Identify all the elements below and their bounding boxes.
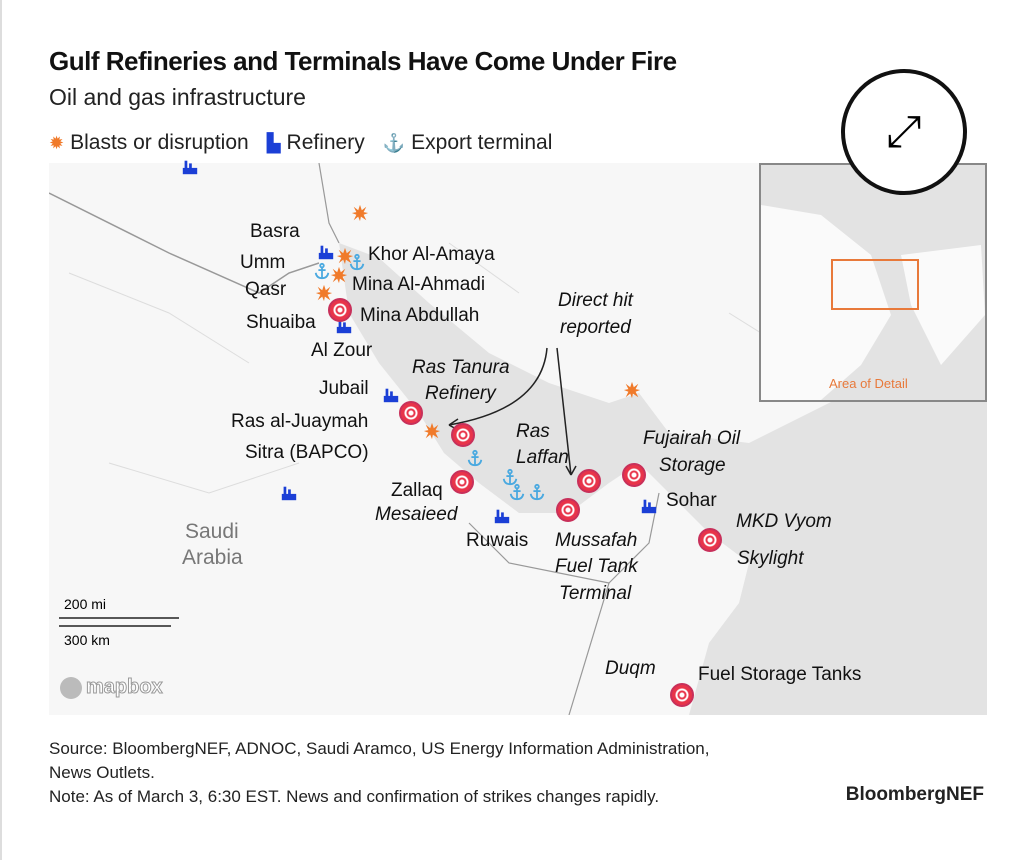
blast-icon [423,422,441,440]
label-sitra: Sitra (BAPCO) [245,442,369,463]
arrow-ras-laffan [556,347,577,476]
label-basra: Basra [250,221,300,242]
refinery-icon [280,484,298,502]
label-storage: Storage [659,455,726,476]
label-ruwais: Ruwais [466,530,529,551]
direct-hit-marker[interactable] [450,470,474,494]
brand-logo: BloombergNEF [845,784,984,805]
area-of-detail-box [831,259,919,310]
label-abdullah: Mina Abdullah [360,305,480,326]
blast-icon [623,381,641,399]
direct-hit-marker[interactable] [577,469,601,493]
label-zour: Al Zour [311,340,373,361]
inset-label: Area of Detail [829,376,908,391]
label-shuaiba: Shuaiba [246,312,316,333]
page-title: Gulf Refineries and Terminals Have Come … [49,46,677,76]
inset-map: Area of Detail [759,163,987,402]
anchor-icon [528,483,546,501]
label-ras: Ras [516,421,550,442]
label-qasr: Qasr [245,279,287,300]
label-ras-tanura: Ras Tanura [412,357,510,378]
footer: Source: BloombergNEF, ADNOC, Saudi Aramc… [49,737,729,808]
refinery-icon [335,317,353,335]
label-refinery: Refinery [425,383,496,404]
anchor-icon [348,253,366,271]
anchor-icon [501,468,519,486]
note-text: Note: As of March 3, 6:30 EST. News and … [49,786,660,806]
source-text: Source: BloombergNEF, ADNOC, Saudi Aramc… [49,739,710,782]
label-terminal: Terminal [559,583,632,604]
direct-hit-marker[interactable] [399,401,423,425]
anchor-icon [313,262,331,280]
subtitle: Oil and gas infrastructure [49,84,306,110]
label-sohar: Sohar [666,490,717,511]
blast-icon [315,284,333,302]
direct-hit-marker[interactable] [556,498,580,522]
label-mussafah: Mussafah [555,530,638,551]
label-skylight: Skylight [737,548,804,569]
label-fujairah: Fujairah Oil [643,428,741,449]
label-mkd: MKD Vyom [736,511,832,532]
label-juaymah: Ras al-Juaymah [231,411,369,432]
scale-miles: 200 mi [64,596,107,612]
label-ahmadi: Mina Al-Ahmadi [352,274,486,295]
blast-icon [336,247,354,265]
label-khor: Khor Al-Amaya [368,244,495,265]
blast-icon [330,266,348,284]
expand-button[interactable]: ⤢ [841,69,967,195]
blast-icon: ✹ [49,133,65,153]
label-fuel-tank: Fuel Tank [555,556,638,577]
label-reported: reported [560,317,631,338]
refinery-icon: ▙ [266,133,281,153]
legend: ✹Blasts or disruption ▙Refinery ⚓Export … [49,131,552,155]
scale-km: 300 km [64,632,110,648]
label-duqm: Duqm [605,658,656,679]
legend-refinery: ▙Refinery [266,131,365,154]
direct-hit-marker[interactable] [670,683,694,707]
refinery-icon [181,158,199,176]
direct-hit-marker[interactable] [328,298,352,322]
legend-export: ⚓Export terminal [382,131,553,154]
anchor-icon [508,483,526,501]
direct-hit-marker[interactable] [622,463,646,487]
arrow-ras-tanura [448,347,548,426]
direct-hit-marker[interactable] [451,423,475,447]
refinery-icon [640,497,658,515]
label-zallaq: Zallaq [391,480,443,501]
label-arabia: Arabia [182,546,243,569]
refinery-icon [382,386,400,404]
legend-blasts: ✹Blasts or disruption [49,131,249,154]
label-saudi: Saudi [185,520,239,543]
direct-hit-marker[interactable] [698,528,722,552]
label-direct-hit: Direct hit [558,290,633,311]
mapbox-logo[interactable]: mapbox [60,676,163,699]
refinery-icon [493,507,511,525]
water-gulf [339,243,987,715]
label-umm: Umm [240,252,286,273]
expand-icon: ⤢ [886,107,922,156]
anchor-icon: ⚓ [382,133,406,153]
anchor-icon [466,449,484,467]
blast-icon [351,204,369,222]
label-mesaieed: Mesaieed [375,504,458,525]
mapbox-icon [60,676,82,699]
refinery-icon [317,243,335,261]
label-laffan: Laffan [516,447,569,468]
label-fuel-storage: Fuel Storage Tanks [698,664,862,685]
label-jubail: Jubail [319,378,369,399]
